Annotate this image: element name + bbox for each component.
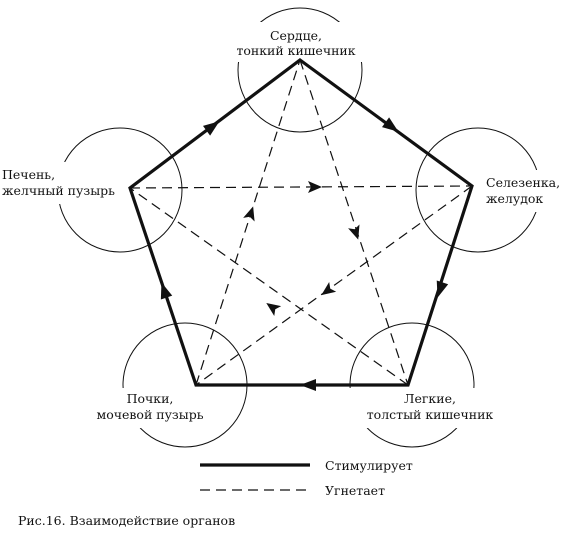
node-label-heart-line1: Сердце, [270, 28, 322, 43]
node-label-spleen-line2: желудок [486, 191, 543, 206]
inhibit-line-heart-lungs [299, 59, 409, 386]
node-label-kidneys: Почки, мочевой пузырь [96, 391, 203, 422]
node-label-spleen-line1: Селезенка, [486, 175, 560, 190]
arrow-kidneys-liver [160, 282, 173, 300]
node-label-lungs-line1: Легкие, [404, 391, 456, 406]
arrow-spleen-kidneys [321, 282, 337, 296]
stimulates-arrows [160, 117, 449, 391]
node-label-liver-line1: Печень, [2, 167, 55, 182]
node-label-spleen: Селезенка, желудок [486, 175, 560, 206]
legend-inhibits-label: Угнетает [325, 483, 385, 498]
arrow-liver-heart [203, 121, 220, 136]
inhibits-lines [129, 59, 473, 386]
inhibits-arrows [243, 181, 360, 316]
arrow-heart-lungs [348, 224, 360, 240]
arrow-liver-spleen [308, 181, 322, 193]
figure-caption: Рис.16. Взаимодействие органов [18, 513, 235, 528]
inhibit-line-kidneys-heart [195, 59, 301, 386]
node-circles [57, 7, 541, 448]
legend-stimulates-label: Стимулирует [325, 458, 413, 473]
arrow-kidneys-heart [243, 206, 255, 222]
node-label-kidneys-line1: Почки, [127, 391, 174, 406]
node-label-liver-line2: желчный пузырь [2, 183, 115, 198]
arrow-lungs-kidneys [300, 379, 316, 391]
node-label-liver: Печень, желчный пузырь [2, 167, 115, 198]
legend: Стимулирует Угнетает [200, 458, 413, 498]
node-label-lungs-line2: толстый кишечник [367, 407, 494, 422]
inhibit-line-liver-spleen [129, 185, 473, 189]
node-label-kidneys-line2: мочевой пузырь [96, 407, 203, 422]
arrow-lungs-liver [266, 302, 282, 316]
arrow-heart-spleen [382, 117, 399, 132]
inhibit-line-lungs-liver [129, 187, 409, 386]
stimulate-pentagon [128, 58, 474, 387]
node-label-heart-line2: тонкий кишечник [236, 43, 355, 58]
heart-circle [237, 7, 363, 133]
node-label-heart: Сердце, тонкий кишечник [236, 28, 355, 58]
arrow-spleen-lungs [436, 280, 449, 298]
stimulates-lines [128, 58, 474, 387]
inhibit-line-spleen-kidneys [195, 185, 473, 386]
node-label-lungs: Легкие, толстый кишечник [367, 391, 494, 422]
